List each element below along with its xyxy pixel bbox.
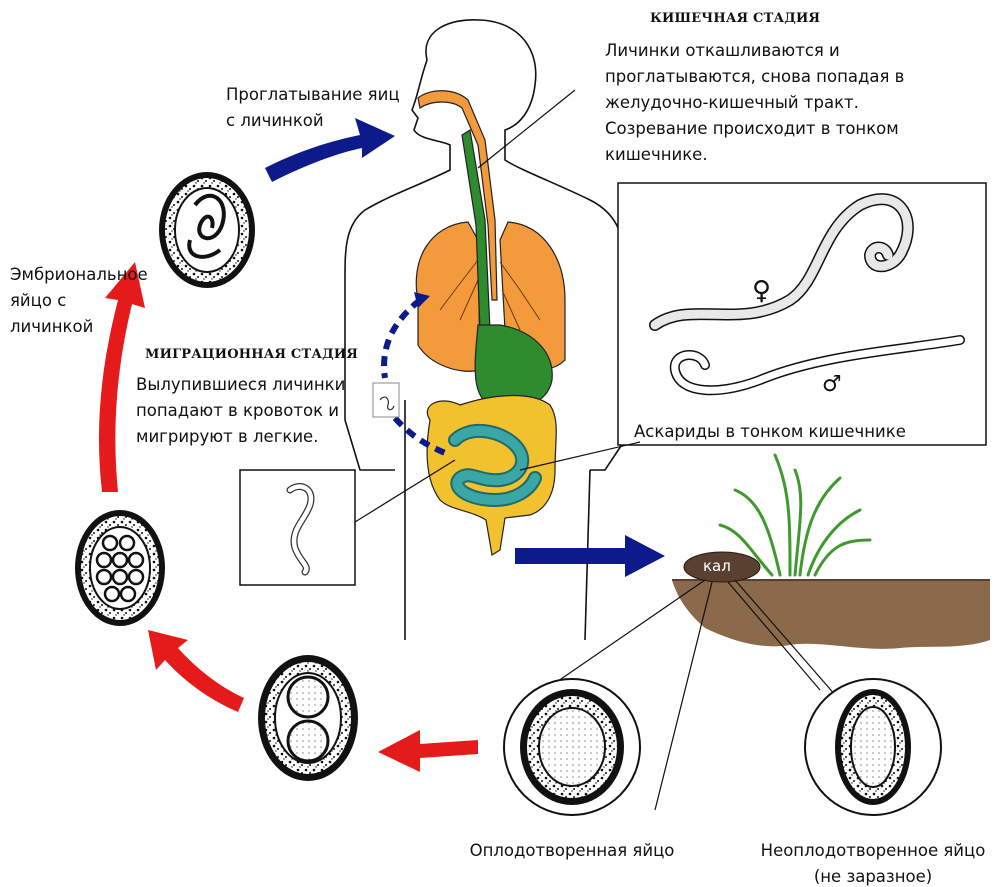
arrow-to-feces xyxy=(515,535,665,577)
soil xyxy=(672,580,990,649)
egg-fertilized xyxy=(504,679,640,815)
ascarids-caption: Аскариды в тонком кишечнике xyxy=(634,419,906,445)
male-symbol: ♂ xyxy=(822,372,842,398)
swallowing-eggs-label: Проглатывание яиц с личинкой xyxy=(226,82,400,134)
egg-multicellular xyxy=(75,510,165,626)
egg-two-cell xyxy=(258,655,358,781)
unfertilized-egg-label: Неоплодотворенное яйцо (не заразное) xyxy=(748,838,998,887)
larva-small-box xyxy=(373,383,399,417)
ascarids-inset xyxy=(618,183,986,445)
red-arrow-upleft xyxy=(148,630,244,712)
red-arrow-left xyxy=(378,730,478,772)
fertilized-egg-label: Оплодотворенная яйцо xyxy=(452,838,692,864)
egg-embryonated-larva xyxy=(159,172,255,288)
migration-stage-text: Вылупившиеся личинки попадают в кровоток… xyxy=(136,372,345,450)
migration-stage-title: МИГРАЦИОННАЯ СТАДИЯ xyxy=(145,347,358,362)
female-symbol: ♀ xyxy=(752,278,771,304)
egg-unfertilized xyxy=(805,679,941,815)
intestinal-stage-text: Личинки откашливаются и проглатываются, … xyxy=(605,38,904,168)
feces-label: кал xyxy=(703,553,731,579)
intestinal-stage-title: КИШЕЧНАЯ СТАДИЯ xyxy=(650,11,820,26)
embryonated-egg-label: Эмбриональное яйцо с личинкой xyxy=(10,262,148,340)
larva-inset xyxy=(240,470,355,585)
